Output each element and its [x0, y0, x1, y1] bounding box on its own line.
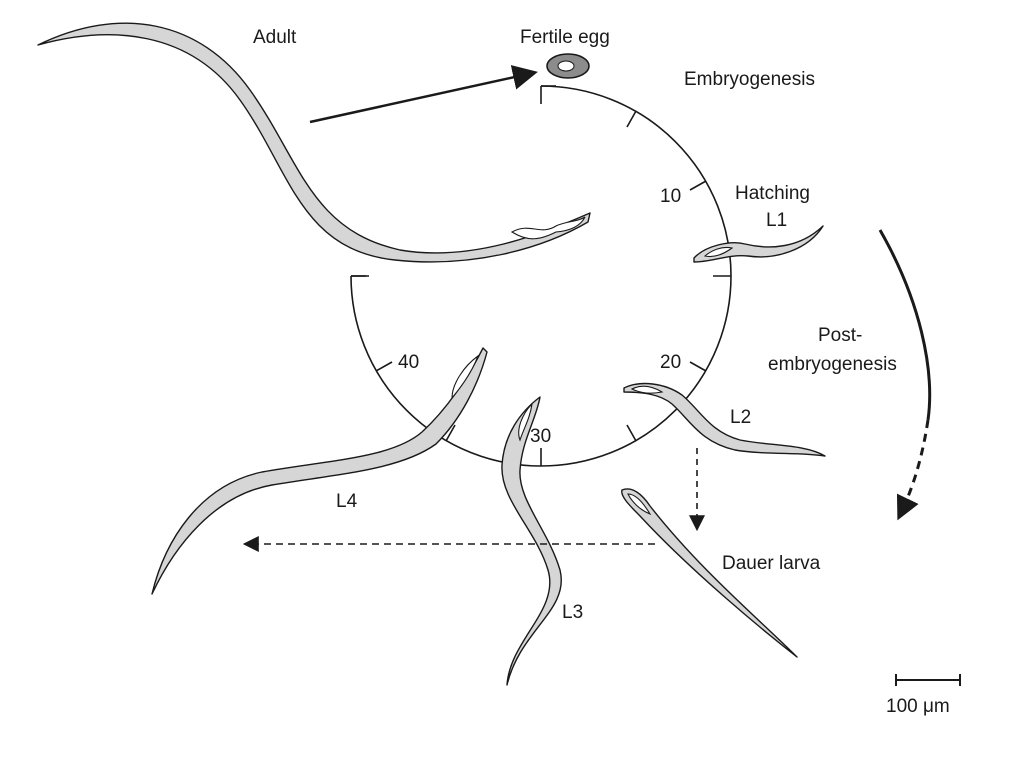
label-dauer-larva: Dauer larva: [722, 553, 821, 574]
dauer-larva-worm: [621, 488, 798, 658]
clock-ticks: [351, 85, 731, 466]
tick-label-30: 30: [530, 426, 551, 447]
label-l4: L4: [336, 491, 358, 512]
label-embryogenesis-post: embryogenesis: [768, 354, 897, 375]
label-embryogenesis: Embryogenesis: [684, 69, 815, 90]
adult-worm: [37, 22, 591, 263]
l4-worm: [151, 347, 488, 595]
scale-bar: [895, 674, 961, 686]
label-l1: L1: [766, 210, 787, 231]
label-l2: L2: [730, 407, 751, 428]
label-l3: L3: [562, 602, 583, 623]
label-fertile-egg: Fertile egg: [520, 27, 610, 48]
adult-to-egg-arrow: [309, 65, 538, 124]
tick-label-20: 20: [660, 352, 681, 373]
tick-label-10: 10: [660, 186, 681, 207]
label-post: Post-: [818, 325, 862, 346]
lifecycle-clock-arc: [350, 85, 732, 467]
l1-worm: [693, 225, 824, 263]
tick-label-40: 40: [398, 352, 419, 373]
post-embryogenesis-arrow-dashed: [896, 419, 930, 521]
label-scale: 100 μm: [886, 696, 950, 717]
l3-worm: [501, 396, 562, 686]
fertile-egg: [546, 53, 590, 79]
post-embryogenesis-arrow-solid: [878, 229, 932, 421]
label-adult: Adult: [253, 27, 297, 48]
label-hatching: Hatching: [735, 183, 810, 204]
l2-worm: [623, 382, 826, 457]
